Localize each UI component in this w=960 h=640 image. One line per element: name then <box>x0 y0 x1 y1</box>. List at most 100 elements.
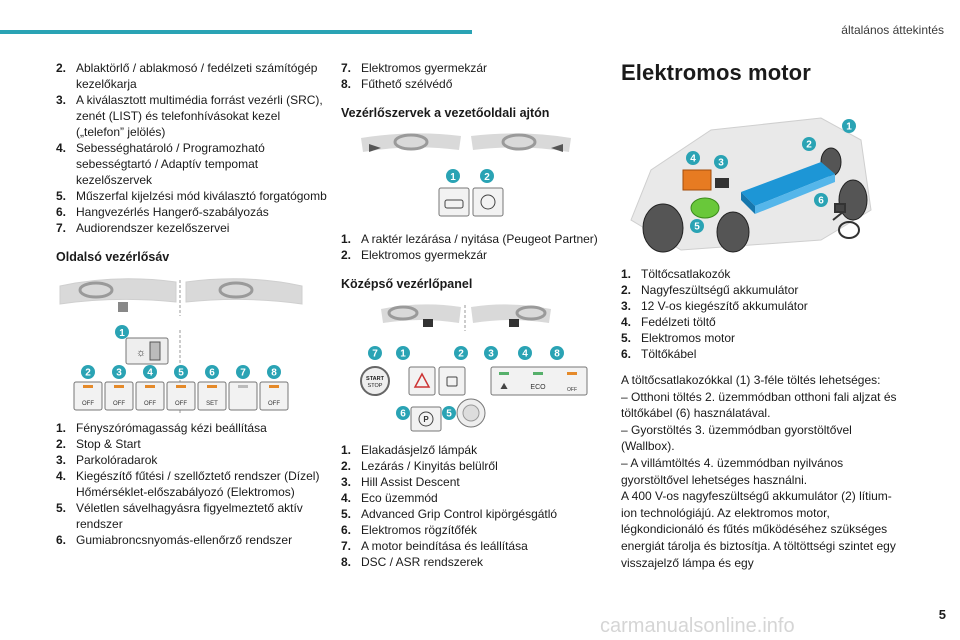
start-label: START <box>366 376 385 382</box>
number-badge-label: 2 <box>806 140 812 151</box>
list-item-number: 1. <box>621 267 632 281</box>
cargo-lock-button[interactable] <box>438 187 470 217</box>
battery-pack <box>741 162 835 214</box>
indicator-led <box>176 385 186 388</box>
badge-door-2 <box>480 169 494 183</box>
list-item-number: 4. <box>56 141 67 155</box>
list-item-number: 1. <box>341 443 352 457</box>
list-item-number: 6. <box>56 533 67 547</box>
header-accent-bar <box>0 30 472 34</box>
list-item-number: 1. <box>341 232 352 246</box>
list-item: 6.Elektromos rögzítőfék <box>341 522 605 538</box>
list-item-number: 7. <box>341 539 352 553</box>
list-item-text: 12 V-os kiegészítő akkumulátor <box>641 299 808 313</box>
list-item: 5.Elektromos motor <box>621 330 901 346</box>
badge-door-1 <box>446 169 460 183</box>
list-item-text: Elektromos gyermekzár <box>361 248 488 262</box>
list-item-number: 3. <box>56 453 67 467</box>
dsc-off-label[interactable]: OFF <box>567 387 577 393</box>
list-item-number: 5. <box>56 501 67 515</box>
list-item-number: 1. <box>56 421 67 435</box>
side-panel-button[interactable] <box>104 381 134 411</box>
list-item: 3.A kiválasztott multimédia forrást vezé… <box>56 92 328 140</box>
indicator-led <box>145 385 155 388</box>
indicator-led <box>207 385 217 388</box>
side-panel-button[interactable] <box>135 381 165 411</box>
list-item-number: 4. <box>56 469 67 483</box>
central-lock-button[interactable] <box>438 366 466 396</box>
stop-label: STOP <box>368 383 383 389</box>
side-panel-button[interactable] <box>228 381 258 411</box>
number-badge-label: 7 <box>240 368 246 379</box>
list-item-number: 5. <box>341 507 352 521</box>
number-badge-label: 4 <box>690 154 696 165</box>
steering-wheel-icon <box>387 305 547 321</box>
button-caption: OFF <box>144 401 156 407</box>
charging-intro: A töltőcsatlakozókkal (1) 3-féle töltés … <box>621 372 901 389</box>
child-lock-button[interactable] <box>472 187 504 217</box>
list-item-text: Véletlen sávelhagyásra figyelmeztető akt… <box>76 501 303 531</box>
number-badge-label: 7 <box>372 349 378 360</box>
list-item-text: Sebességhatároló / Programozható sebessé… <box>76 141 265 187</box>
list-item-number: 3. <box>621 299 632 313</box>
list-item: 1.Elakadásjelző lámpák <box>341 442 605 458</box>
number-badge <box>236 365 250 379</box>
hazard-button[interactable] <box>408 366 436 396</box>
child-lock-icon <box>480 194 496 210</box>
section-heading-electric-motor: Elektromos motor <box>621 60 811 85</box>
number-badge <box>442 406 456 420</box>
page-number: 5 <box>938 607 946 622</box>
door-controls-figure: 1 2 <box>361 133 571 217</box>
list-item-number: 5. <box>56 189 67 203</box>
list-item-number: 2. <box>621 283 632 297</box>
start-stop-button[interactable] <box>360 366 390 396</box>
number-badge <box>842 119 856 133</box>
list-item-number: 7. <box>56 221 67 235</box>
list-item-text: Elektromos rögzítőfék <box>361 523 478 537</box>
number-badge-label: 3 <box>488 349 494 360</box>
button-caption: OFF <box>175 401 187 407</box>
side-panel-button[interactable] <box>166 381 196 411</box>
list-item: 6.Töltőkábel <box>621 346 901 362</box>
list-item-text: Lezárás / Kinyitás belülről <box>361 459 498 473</box>
list-item: 2.Stop & Start <box>56 436 328 452</box>
number-badge <box>205 365 219 379</box>
number-badge <box>454 346 468 360</box>
list-item-text: Műszerfal kijelzési mód kiválasztó forga… <box>76 189 327 203</box>
side-panel-button[interactable] <box>197 381 227 411</box>
paragraph-rapid-charging: – A villámtöltés 4. üzemmódban nyilvános… <box>621 455 844 487</box>
list-item-number: 2. <box>56 61 67 75</box>
list-item: 8.DSC / ASR rendszerek <box>341 554 605 570</box>
eco-button-label[interactable]: ECO <box>530 384 546 391</box>
number-badge-label: 6 <box>400 409 406 420</box>
list-item-text: Elektromos motor <box>641 331 736 345</box>
headlamp-icon: ☼ <box>136 347 146 359</box>
button-caption: SET <box>206 401 218 407</box>
number-badge <box>143 365 157 379</box>
number-badge <box>81 365 95 379</box>
parking-brake-label: P <box>423 415 429 424</box>
side-panel-button[interactable] <box>73 381 103 411</box>
watermark: carmanualsonline.info <box>600 615 795 637</box>
list-item: 8.Fűthető szélvédő <box>341 76 605 92</box>
list-item: 6.Hangvezérlés Hangerő-szabályozás <box>56 204 328 220</box>
number-badge-label: 5 <box>694 222 700 233</box>
list-item: 1.Töltőcsatlakozók <box>621 266 901 282</box>
paragraph-home-charging: – Otthoni töltés 2. üzemmódban otthoni f… <box>621 389 897 421</box>
list-item-text: Eco üzemmód <box>361 491 438 505</box>
heading-side-panel: Oldalsó vezérlősáv <box>56 250 170 264</box>
lock-icon <box>446 376 458 387</box>
indicator-led <box>269 385 279 388</box>
parking-brake-button[interactable] <box>410 406 442 432</box>
list-item: 3. 12 V-os kiegészítő akkumulátor <box>621 298 901 314</box>
number-badge <box>690 219 704 233</box>
badge-door-2-label: 2 <box>484 172 490 183</box>
number-badge-label: 4 <box>522 349 528 360</box>
steering-wheel-icon <box>78 281 254 299</box>
list-item-text: Töltőkábel <box>641 347 697 361</box>
side-panel-button[interactable] <box>259 381 289 411</box>
